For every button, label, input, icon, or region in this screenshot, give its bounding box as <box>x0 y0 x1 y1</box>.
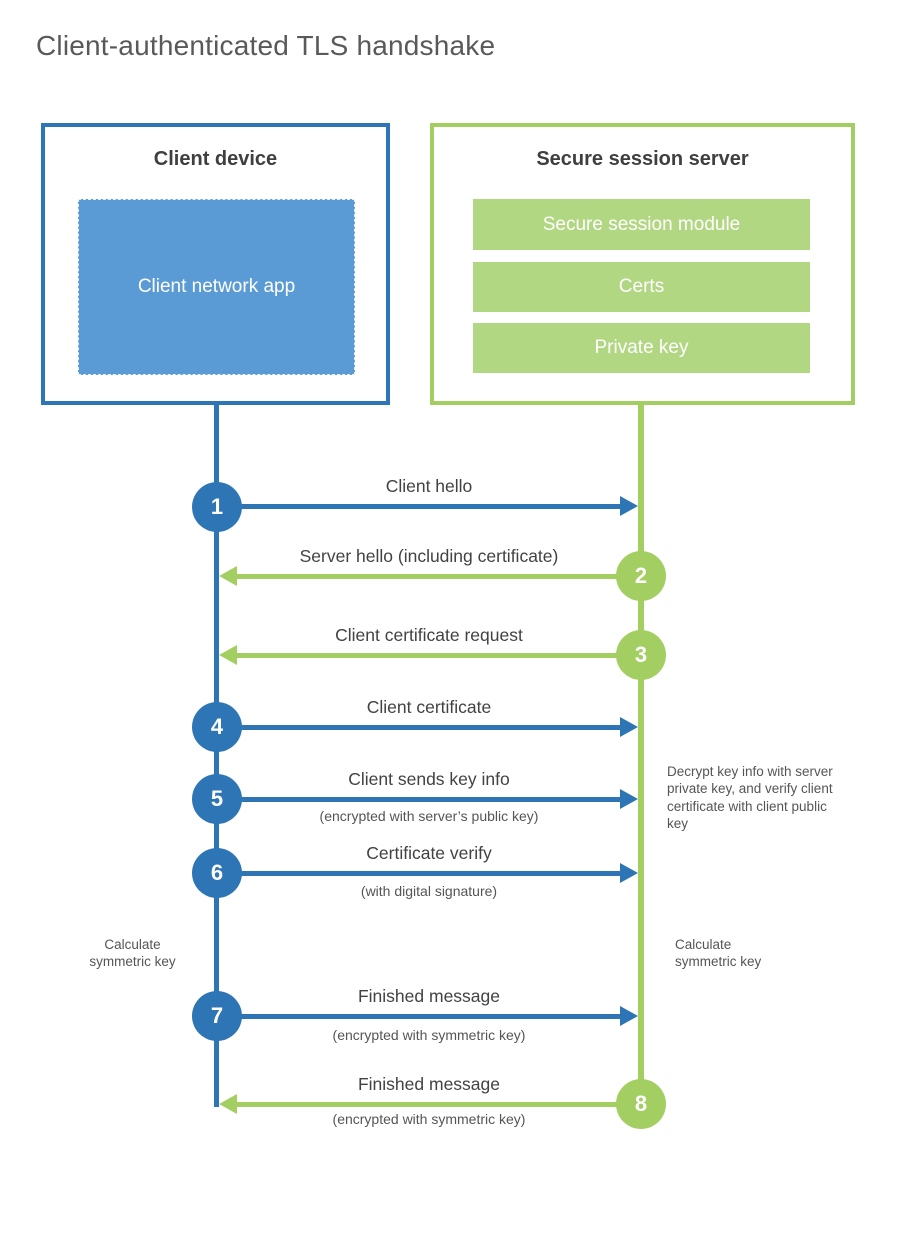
server-calculate-symmetric-key-note: Calculate symmetric key <box>675 937 762 970</box>
step-number-badge: 3 <box>616 630 666 680</box>
step-number-badge: 7 <box>192 991 242 1041</box>
step-number-badge: 6 <box>192 848 242 898</box>
step-number-badge: 4 <box>192 702 242 752</box>
server-decrypt-note: Decrypt key info with server private key… <box>667 764 833 831</box>
message-sublabel: (with digital signature) <box>360 883 498 899</box>
arrowhead-right-icon <box>620 863 638 883</box>
server-module-private-key: Private key <box>473 323 810 373</box>
message-sublabel: (encrypted with server’s public key) <box>319 808 539 824</box>
arrowhead-left-icon <box>219 1094 237 1114</box>
arrowhead-left-icon <box>219 566 237 586</box>
server-module-certs: Certs <box>473 262 810 312</box>
arrow-shaft <box>217 797 621 802</box>
server-module-secure-session: Secure session module <box>473 199 810 250</box>
message-label: Server hello (including certificate) <box>299 546 559 566</box>
step-number-badge: 1 <box>192 482 242 532</box>
arrowhead-right-icon <box>620 717 638 737</box>
arrow-shaft <box>217 871 621 876</box>
client-network-app-label: Client network app <box>137 275 296 297</box>
message-label: Finished message <box>357 1074 501 1094</box>
step-number-badge: 8 <box>616 1079 666 1129</box>
page-title: Client-authenticated TLS handshake <box>36 30 496 61</box>
step-number-badge: 2 <box>616 551 666 601</box>
client-device-title: Client device <box>153 148 278 170</box>
arrow-shaft <box>217 1014 621 1019</box>
client-network-app-box: Client network app <box>78 199 355 375</box>
message-sublabel: (encrypted with symmetric key) <box>332 1027 526 1043</box>
arrow-shaft <box>237 574 641 579</box>
message-sublabel: (encrypted with symmetric key) <box>332 1111 526 1127</box>
arrow-shaft <box>217 504 621 509</box>
message-label: Client hello <box>385 476 473 496</box>
message-label: Client sends key info <box>348 769 510 789</box>
message-label: Client certificate request <box>335 625 523 645</box>
message-label: Certificate verify <box>366 843 492 863</box>
step-number-badge: 5 <box>192 774 242 824</box>
server-lifeline <box>638 405 644 1107</box>
client-lifeline <box>214 405 219 1107</box>
message-label: Client certificate <box>366 697 492 717</box>
arrow-shaft <box>237 653 641 658</box>
arrowhead-right-icon <box>620 496 638 516</box>
arrow-shaft <box>217 725 621 730</box>
arrowhead-right-icon <box>620 789 638 809</box>
secure-session-server-title: Secure session server <box>536 148 749 170</box>
arrowhead-left-icon <box>219 645 237 665</box>
client-calculate-symmetric-key-note: Calculate symmetric key <box>89 937 176 970</box>
arrow-shaft <box>237 1102 641 1107</box>
message-label: Finished message <box>357 986 501 1006</box>
arrowhead-right-icon <box>620 1006 638 1026</box>
